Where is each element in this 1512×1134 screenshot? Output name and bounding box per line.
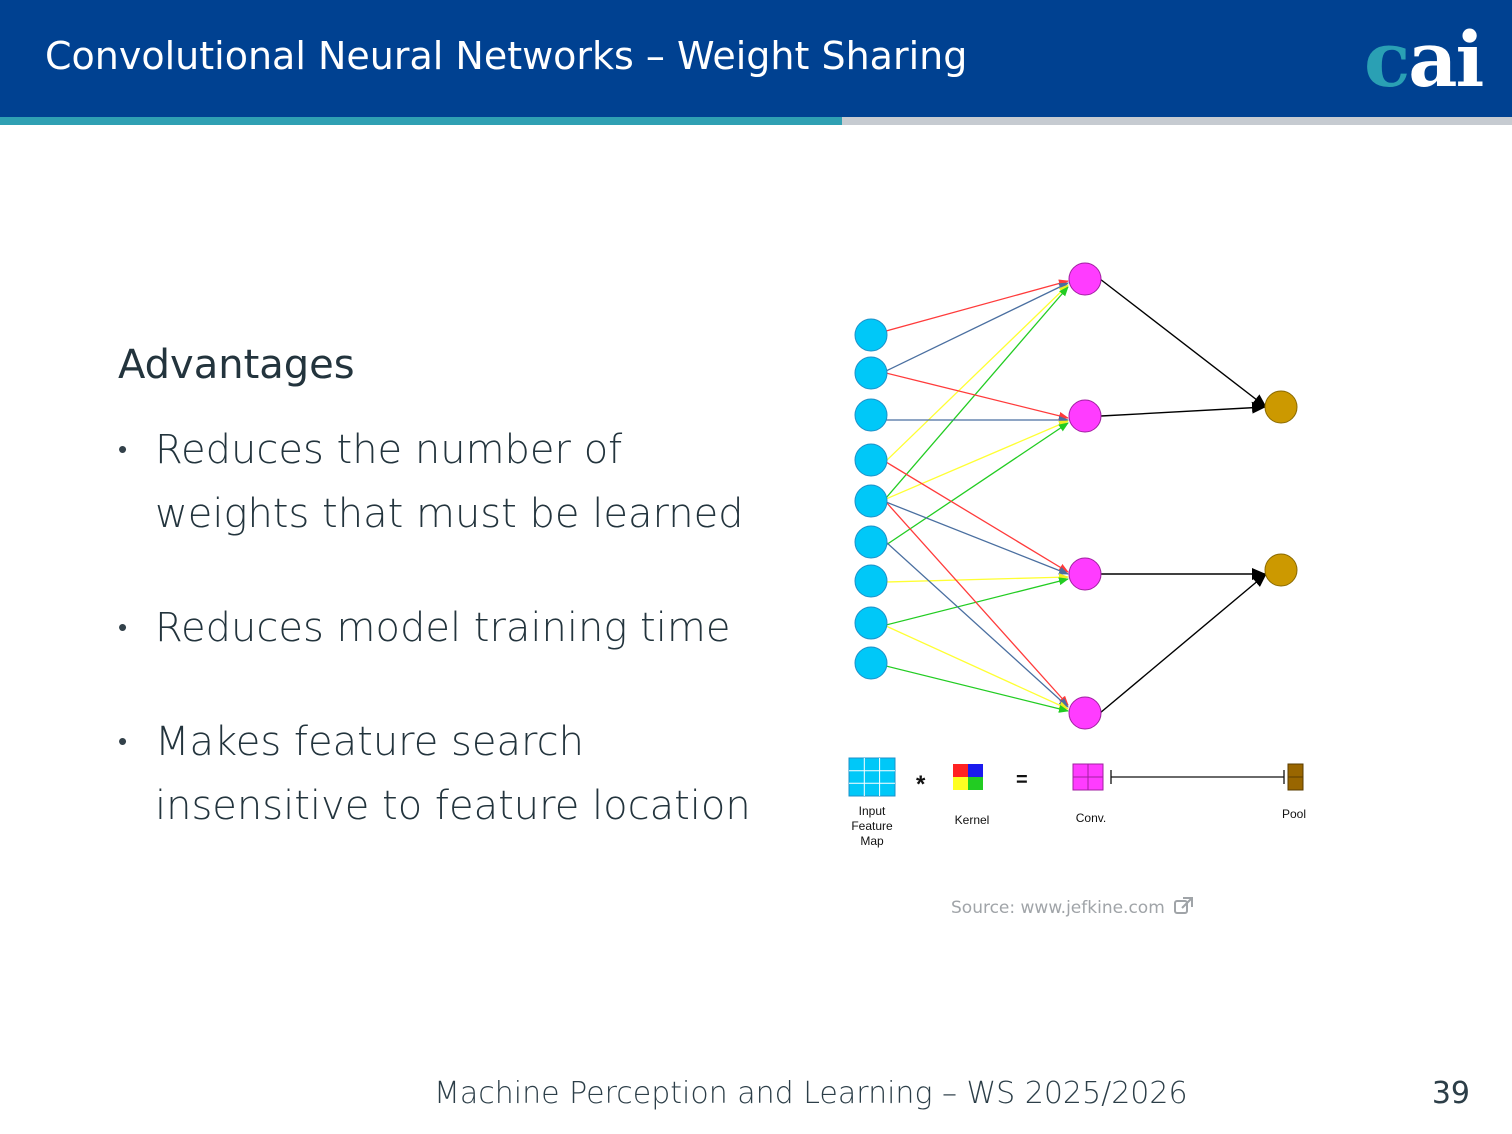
conv4-connections [885, 501, 1069, 713]
bullet-text-line: Reduces model training time [155, 605, 731, 651]
input-nodes [854, 318, 888, 680]
pool-glyph [1287, 763, 1304, 791]
input-label-line2: Feature [851, 819, 893, 833]
cai-logo: cai [1364, 22, 1484, 98]
input-node [854, 564, 888, 598]
input-node [854, 646, 888, 680]
conv-node [1068, 557, 1102, 591]
input-node [854, 318, 888, 352]
conv-to-pool-bar [1110, 770, 1285, 784]
input-node [854, 356, 888, 390]
bullet-dot: • [118, 613, 128, 643]
bullet-item: • Reduces model training time [118, 596, 798, 660]
logo-c: c [1364, 15, 1410, 104]
slide-title: Convolutional Neural Networks – Weight S… [45, 34, 968, 78]
input-node [854, 443, 888, 477]
external-link-icon[interactable] [1174, 897, 1194, 915]
source-citation: Source: www.jefkine.com [951, 897, 1194, 918]
bullet-text-line: insensitive to feature location [155, 783, 751, 829]
kernel-label: Kernel [955, 813, 990, 827]
conv-label: Conv. [1076, 811, 1106, 825]
input-node [854, 398, 888, 432]
pool-node [1264, 553, 1298, 587]
input-node [854, 484, 888, 518]
bullet-text-line: weights that must be learned [155, 491, 744, 537]
source-link[interactable]: www.jefkine.com [1020, 898, 1165, 918]
section-heading: Advantages [118, 342, 355, 388]
pool-label: Pool [1282, 807, 1306, 821]
accent-bar-teal [0, 117, 842, 125]
pool-connections [1099, 278, 1267, 714]
conv-glyph [1072, 763, 1104, 791]
bullet-text-line: Reduces the number of [155, 427, 623, 473]
weight-sharing-diagram: * = Input Feature Map Kernel Conv. Pool [848, 262, 1306, 848]
conv-node [1068, 399, 1102, 433]
input-node [854, 606, 888, 640]
conv3-connections [885, 461, 1069, 626]
accent-bar-gray [842, 117, 1512, 125]
source-label: Source: [951, 898, 1016, 918]
equals-symbol: = [1016, 769, 1028, 791]
kernel-glyph [953, 764, 983, 790]
conv-node [1068, 696, 1102, 730]
slide-header: Convolutional Neural Networks – Weight S… [0, 0, 1512, 117]
conv-node [1068, 262, 1102, 296]
input-label-line3: Map [860, 834, 884, 848]
footer-course: Machine Perception and Learning – WS 202… [434, 1076, 1188, 1111]
bullet-dot: • [118, 727, 128, 757]
conv-nodes [1068, 262, 1102, 730]
page-number: 39 [1431, 1076, 1470, 1111]
bullet-text-line: Makes feature search [155, 719, 584, 765]
bullet-dot: • [118, 435, 128, 465]
conv2-connections [885, 372, 1069, 546]
conv1-connections [885, 279, 1069, 499]
pool-nodes [1264, 390, 1298, 587]
input-node [854, 525, 888, 559]
multiply-symbol: * [916, 771, 926, 798]
input-label-line1: Input [859, 804, 886, 818]
bullet-item: • Reduces the number of weights that mus… [118, 418, 798, 546]
bullet-item: • Makes feature search insensitive to fe… [118, 710, 798, 838]
logo-ai: ai [1408, 15, 1484, 104]
pool-node [1264, 390, 1298, 424]
input-feature-map-glyph [848, 757, 896, 797]
bullet-list: • Reduces the number of weights that mus… [118, 418, 798, 888]
